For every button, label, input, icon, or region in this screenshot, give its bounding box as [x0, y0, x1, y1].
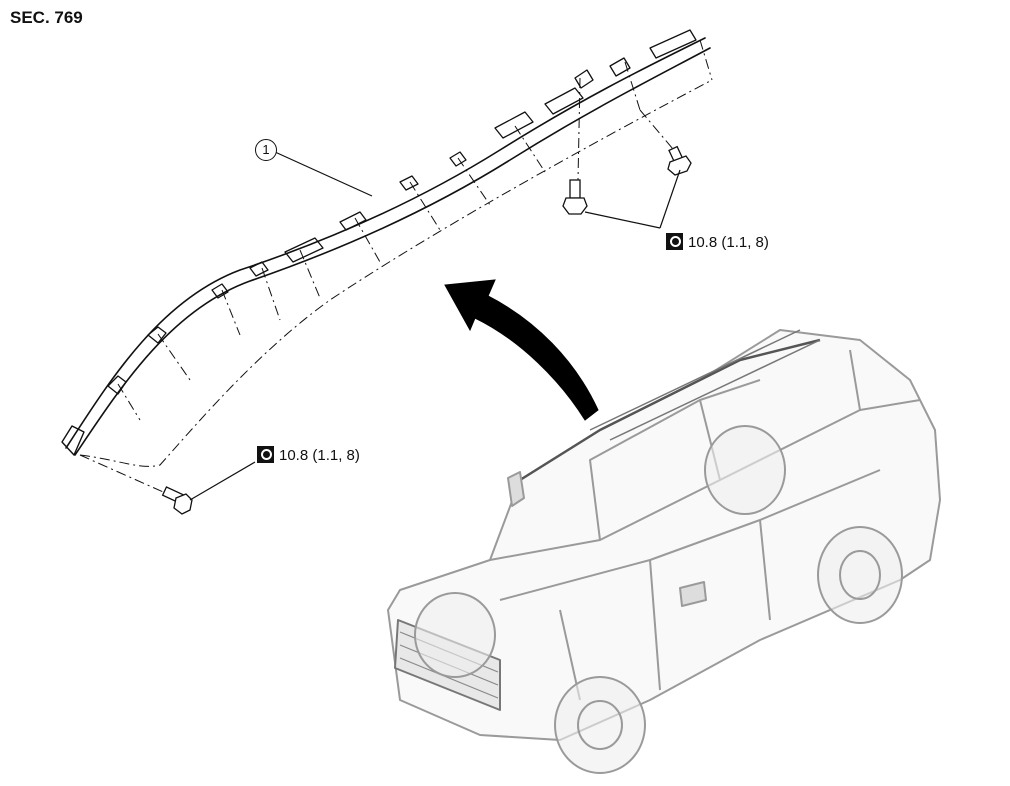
- curtain-airbag-module: [61, 29, 711, 456]
- bolt-icon: [667, 145, 692, 176]
- direction-arrow: [444, 279, 599, 421]
- mounting-guide-lines: [79, 39, 713, 496]
- bolt-icon: [161, 486, 193, 515]
- torque-spec-label: 10.8 (1.1, 8): [257, 446, 360, 464]
- torque-spec-value: 10.8 (1.1, 8): [688, 234, 769, 251]
- torque-wrench-icon: [257, 446, 274, 463]
- vehicle-illustration: [387, 329, 941, 774]
- callout-number: 1: [255, 139, 277, 161]
- bolt-icon: [562, 179, 588, 215]
- leader-lines: [189, 151, 681, 501]
- section-label: SEC. 769: [10, 8, 83, 27]
- torque-spec-label: 10.8 (1.1, 8): [666, 233, 769, 251]
- torque-wrench-icon: [666, 233, 683, 250]
- torque-spec-value: 10.8 (1.1, 8): [279, 447, 360, 464]
